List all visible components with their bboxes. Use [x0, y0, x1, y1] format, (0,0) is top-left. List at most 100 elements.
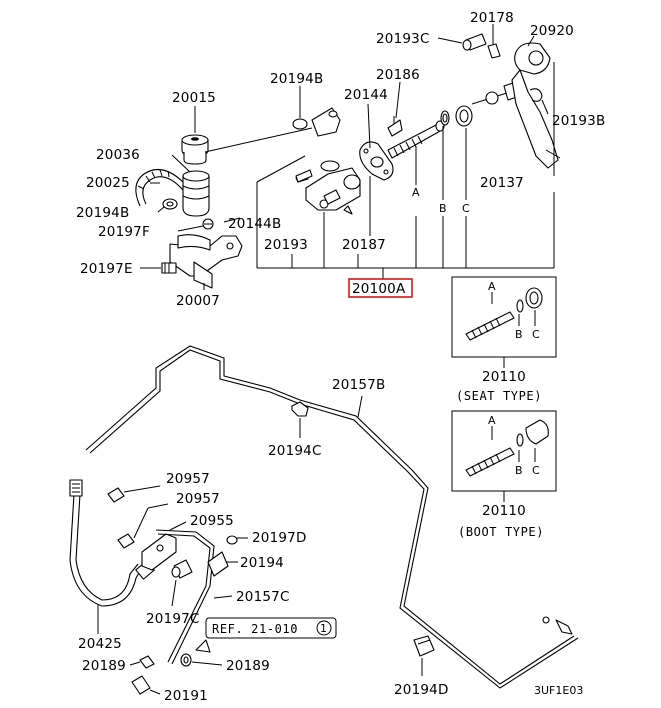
- ref-circle: [316, 620, 332, 636]
- boot-type-box: [451, 410, 557, 492]
- letter-b-main: B: [439, 202, 447, 215]
- leader-20920: [527, 35, 535, 47]
- clutch-pipe-20157B: [85, 345, 579, 689]
- bracket-20194: [207, 551, 229, 577]
- label-20957-b: 20957: [176, 491, 220, 507]
- label-20157B: 20157B: [332, 377, 385, 393]
- plug-20187: [323, 189, 341, 205]
- clip-20193B: [529, 88, 543, 102]
- leader-hose-to-cylinder: [204, 127, 313, 153]
- letter-a-boot: A: [488, 414, 496, 427]
- label-20186: 20186: [376, 67, 420, 83]
- pin-20193: [295, 169, 313, 183]
- leader-20144B: [223, 217, 241, 223]
- snap-ring-b: [440, 110, 450, 126]
- label-20425: 20425: [78, 636, 122, 652]
- fitting-20189-a: [139, 655, 155, 669]
- letter-b-boot: B: [515, 464, 523, 477]
- leader-20189-a: [129, 661, 141, 666]
- leader-20955: [169, 521, 187, 531]
- clutch-hose-20425: [69, 479, 155, 607]
- reservoir-tank: [181, 134, 209, 165]
- clip-20957-b: [117, 533, 135, 549]
- letter-c-main: C: [462, 202, 470, 215]
- bolt-20197F: [202, 218, 214, 230]
- clip-20194D: [413, 635, 435, 657]
- ref-text: REF. 21-010: [212, 622, 298, 636]
- hose-clip-left: [162, 198, 178, 210]
- diagram-code: 3UF1E03: [534, 684, 583, 697]
- bolt-20197D: [226, 535, 238, 545]
- label-20007: 20007: [176, 293, 220, 309]
- label-20193C: 20193C: [376, 31, 430, 47]
- label-20194B-left: 20194B: [76, 205, 129, 221]
- label-20189-b: 20189: [226, 658, 270, 674]
- ref-circle-number: 1: [320, 622, 327, 635]
- connector-20197C: [171, 559, 193, 579]
- clutch-pipe-20157C: [155, 529, 215, 665]
- leader-20957-b2: [147, 503, 169, 509]
- leader-20189-b: [191, 661, 223, 666]
- leader-20197F: [177, 225, 204, 232]
- letter-b-seat: B: [515, 328, 523, 341]
- label-20144B: 20144B: [228, 216, 281, 232]
- letter-a-seat: A: [488, 280, 496, 293]
- label-20144: 20144: [344, 87, 388, 103]
- label-20197D: 20197D: [252, 530, 307, 546]
- leader-20157C: [213, 595, 233, 599]
- letter-c-boot: C: [532, 464, 540, 477]
- bolt-20191: [131, 675, 151, 695]
- reservoir-bracket: [169, 234, 243, 289]
- label-20137: 20137: [480, 175, 524, 191]
- leader-20957-b: [133, 507, 149, 539]
- leader-20193C: [437, 37, 463, 44]
- screw-20186: [387, 116, 403, 137]
- bolt-20197E: [161, 262, 177, 274]
- label-20197F: 20197F: [98, 224, 150, 240]
- ref-arrow: [195, 639, 211, 653]
- arrow-to-cylinder: [343, 205, 353, 215]
- washer-20178: [487, 43, 501, 59]
- ref-box: [205, 617, 337, 639]
- letter-a-main: A: [412, 186, 420, 199]
- label-20036: 20036: [96, 147, 140, 163]
- leader-20194B-left: [157, 206, 165, 213]
- label-20157C: 20157C: [236, 589, 290, 605]
- leader-20193B: [541, 99, 549, 115]
- group-bracket-lines: [256, 62, 555, 279]
- letter-c-seat: C: [532, 328, 540, 341]
- leader-20197C: [171, 579, 177, 607]
- gasket-20144: [359, 141, 394, 181]
- label-20194B-top: 20194B: [270, 71, 323, 87]
- label-20920: 20920: [530, 23, 574, 39]
- clip-20194C: [291, 401, 309, 417]
- label-20197E: 20197E: [80, 261, 133, 277]
- label-20955: 20955: [190, 513, 234, 529]
- label-20957-a: 20957: [166, 471, 210, 487]
- label-20193: 20193: [264, 237, 308, 253]
- clip-20957-a: [107, 487, 125, 503]
- label-20194C: 20194C: [268, 443, 322, 459]
- leader-20191: [149, 689, 161, 695]
- label-20178: 20178: [470, 10, 514, 26]
- label-20015: 20015: [172, 90, 216, 106]
- label-20025: 20025: [86, 175, 130, 191]
- label-20191: 20191: [164, 688, 208, 704]
- label-20189-a: 20189: [82, 658, 126, 674]
- fitting-20189-b: [180, 653, 192, 667]
- label-20110-seat: 20110: [482, 369, 526, 385]
- caption-seat-type: (SEAT TYPE): [456, 389, 542, 403]
- elbow-20194B: [292, 107, 341, 137]
- bracket-20955: [141, 533, 177, 571]
- label-20194D: 20194D: [394, 682, 449, 698]
- pipe-end-fitting: [542, 616, 573, 635]
- label-20193B: 20193B: [552, 113, 605, 129]
- leader-20144: [367, 103, 371, 149]
- leader-20157B: [357, 395, 363, 418]
- reservoir-hose: [135, 168, 184, 207]
- label-20110-boot: 20110: [482, 503, 526, 519]
- leader-20957-a: [123, 485, 161, 493]
- boot-c: [455, 105, 473, 127]
- caption-boot-type: (BOOT TYPE): [458, 525, 544, 539]
